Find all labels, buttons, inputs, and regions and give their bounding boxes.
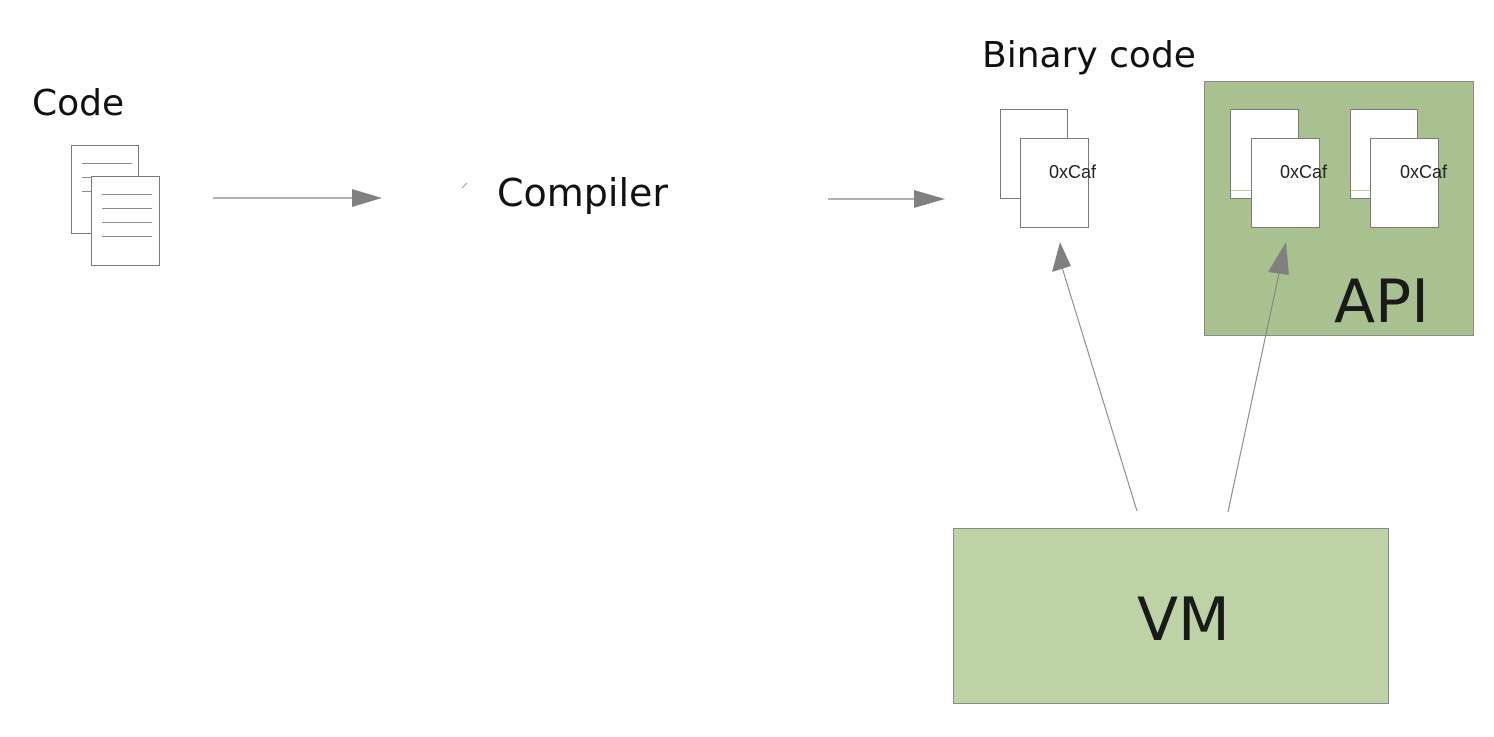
arrow-vm-to-binary	[1052, 242, 1138, 512]
vm-label: VM	[1137, 585, 1230, 655]
binary-code-label: Binary code	[982, 35, 1196, 76]
binary-document-front	[1020, 138, 1089, 228]
api-hex-text-left: 0xCaf	[1280, 162, 1328, 182]
arrow-compiler-to-binary	[828, 190, 945, 208]
compiler-label: Compiler	[497, 171, 669, 215]
api-document-front-right	[1370, 138, 1439, 228]
api-hex-text-right: 0xCaf	[1400, 162, 1448, 182]
code-label: Code	[32, 83, 125, 124]
binary-hex-text: 0xCaf	[1049, 162, 1097, 182]
vm-box	[953, 528, 1389, 704]
api-label: API	[1334, 267, 1429, 337]
code-document-front	[91, 176, 160, 266]
compiler-icon-fragment	[461, 182, 468, 189]
arrow-code-to-compiler	[213, 189, 382, 207]
api-document-front-left	[1251, 138, 1320, 228]
